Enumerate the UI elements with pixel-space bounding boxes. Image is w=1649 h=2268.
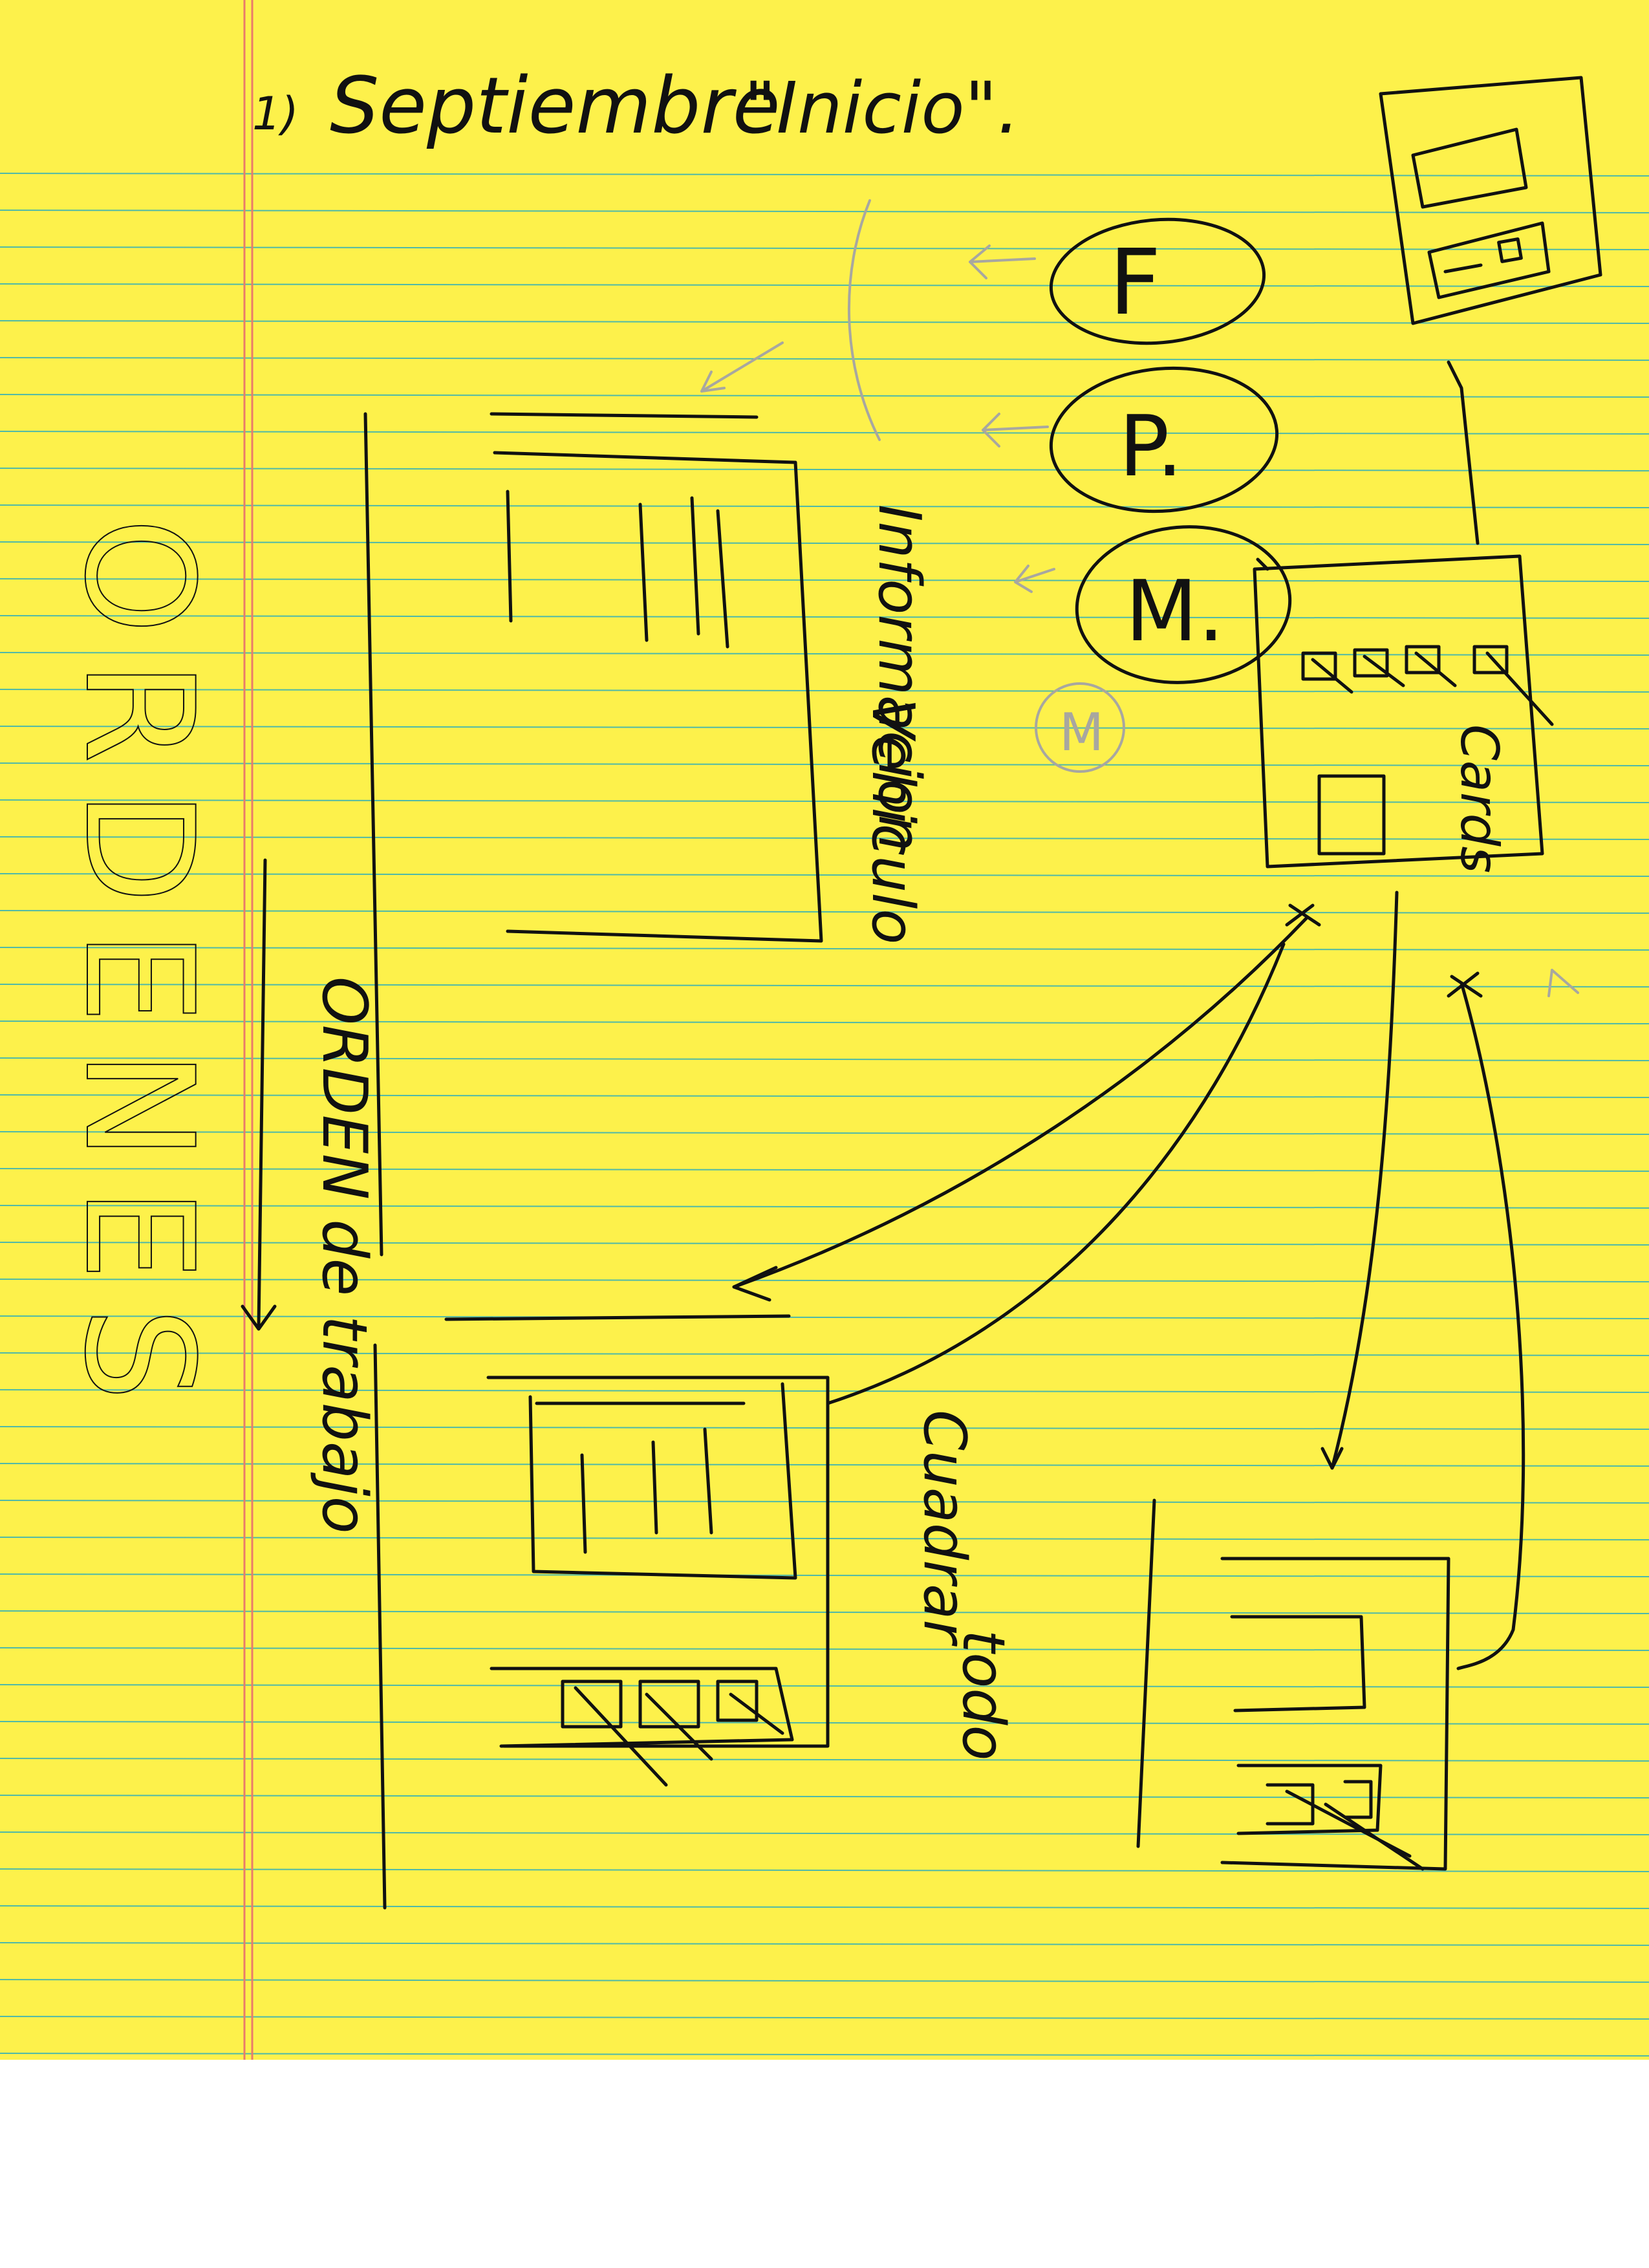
pencil-circle-m: M [1035,682,1125,773]
label-cuadrar: Cuadrar [911,1410,978,1647]
ruled-line [0,1057,1649,1061]
ruled-line [0,504,1649,508]
ruled-lines [0,173,1649,2057]
phone-mockup-bottom [1136,1498,1450,1871]
ruled-line [0,2016,1649,2020]
svg-text:P.: P. [1119,397,1183,495]
ruled-line [0,283,1649,287]
ruled-line [0,873,1649,877]
ruled-line [0,1352,1649,1356]
label-todo: todo [949,1630,1017,1761]
ruled-line [0,210,1649,213]
ruled-line [0,1905,1649,1909]
ruled-line [0,1684,1649,1688]
ruled-line [0,1426,1649,1430]
ruled-line [0,1168,1649,1172]
ruled-line [0,1537,1649,1540]
ruled-line [0,1205,1649,1209]
nav-circle-m[interactable]: M. [1070,518,1297,691]
ruled-line [0,468,1649,471]
ruled-line [0,652,1649,656]
cards-panel [1253,554,1544,869]
label-vehiculo: Vehiculo [859,698,927,944]
screen-orden-trabajo [373,1314,830,1910]
screen-informacion-vehiculo [363,412,823,1257]
ruled-line [0,836,1649,840]
ruled-line [0,910,1649,914]
ruled-line [0,541,1649,545]
ruled-line [0,762,1649,766]
label-cards: Cards [1449,724,1509,873]
svg-text:F: F [1109,230,1161,336]
ruled-line [0,615,1649,619]
ruled-line [0,799,1649,803]
ruled-line [0,1795,1649,1798]
nav-circle-p[interactable]: P. [1045,359,1283,521]
ruled-line [0,431,1649,435]
ruled-line [0,173,1649,177]
label-informacion: Informacion [865,504,933,852]
ruled-line [0,947,1649,951]
ruled-line [0,2053,1649,2057]
ruled-line [0,1721,1649,1725]
nav-circle-f[interactable]: F [1046,211,1269,352]
ruled-line [0,1279,1649,1282]
svg-text:M.: M. [1125,562,1225,660]
ruled-line [0,1463,1649,1467]
ruled-line [0,1831,1649,1835]
ruled-line [0,1758,1649,1762]
ruled-line [0,320,1649,324]
ruled-line [0,726,1649,729]
ruled-line [0,1315,1649,1319]
ruled-line [0,1979,1649,1983]
ruled-line [0,1942,1649,1946]
ruled-line [0,1500,1649,1504]
header-number: 1) [252,87,299,140]
header-month: Septiembre [330,61,781,151]
main-label-ordenes: ORDENES [52,517,224,1427]
ruled-line [0,1094,1649,1098]
ruled-line [0,1610,1649,1614]
ruled-line [0,357,1649,361]
ruled-line [0,1389,1649,1393]
header-title: "Inicio". [744,67,1020,149]
checkbox-icon[interactable] [1301,645,1554,856]
arrow-icon [241,858,277,1331]
ruled-line [0,689,1649,693]
legal-pad-paper [0,0,1649,2060]
ruled-line [0,1647,1649,1651]
ruled-line [0,1868,1649,1872]
ruled-line [0,1573,1649,1577]
label-orden-trabajo: ORDEN de trabajo [308,977,380,1534]
svg-text:M: M [1059,702,1104,762]
ruled-line [0,578,1649,582]
pencil-arrow-icon [700,199,1579,997]
checkbox-icon[interactable] [561,1679,784,1787]
ruled-line [0,1021,1649,1024]
ruled-line [0,246,1649,250]
ruled-line [0,394,1649,398]
phone-mockup-top [1379,76,1602,545]
flow-arrows [732,891,1525,1670]
ruled-line [0,984,1649,988]
ruled-line [0,1131,1649,1135]
